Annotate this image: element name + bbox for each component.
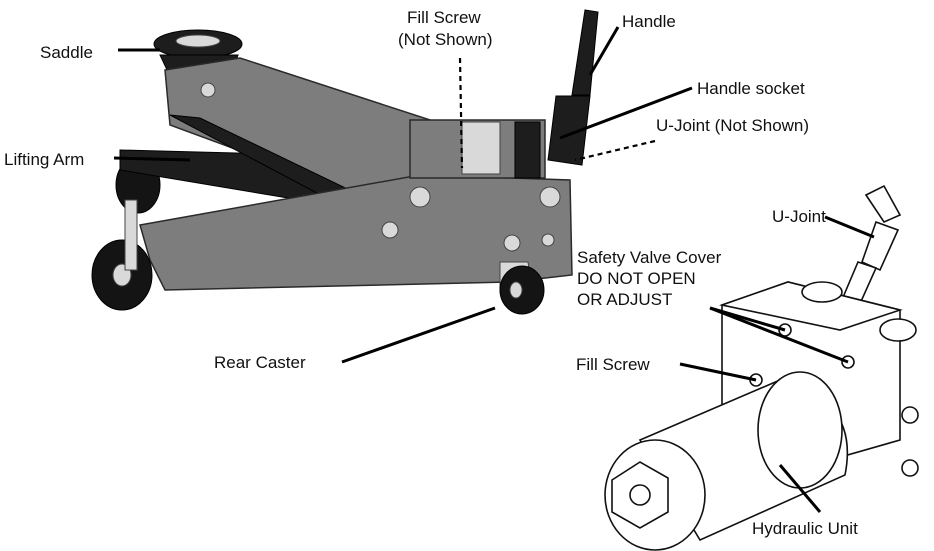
- label-rear-caster: Rear Caster: [214, 353, 306, 372]
- leader-u-joint-not-shown: [574, 139, 656, 162]
- frame-window: [461, 121, 501, 175]
- label-lifting-arm: Lifting Arm: [4, 150, 84, 169]
- label-safety-valve-1: Safety Valve Cover: [577, 248, 722, 267]
- leader-rear-caster: [341, 306, 496, 364]
- saddle-center: [175, 34, 221, 48]
- cylinder-stem: [629, 484, 651, 506]
- label-hydraulic-unit: Hydraulic Unit: [752, 519, 858, 538]
- hydraulic-unit-drawing: [604, 184, 919, 551]
- label-fill-screw-top-2: (Not Shown): [398, 30, 492, 49]
- block-port-1: [801, 281, 843, 303]
- label-handle: Handle: [622, 12, 676, 31]
- bolt-4: [541, 233, 555, 247]
- arm-pivot: [200, 82, 216, 98]
- u-joint-body: [861, 220, 900, 272]
- block-hole-1: [901, 406, 919, 424]
- pump-block-top: [719, 281, 903, 331]
- leader-fill-screw-top: [458, 57, 464, 169]
- label-u-joint: U-Joint: [772, 207, 826, 226]
- cylinder-end: [757, 371, 843, 489]
- handle-socket-part: [547, 95, 591, 166]
- leader-handle-socket: [559, 86, 693, 140]
- leader-u-joint: [824, 215, 875, 239]
- callout-labels: Saddle Fill Screw (Not Shown) Handle Han…: [4, 8, 858, 538]
- leader-lines: [113, 26, 875, 513]
- pump-rod: [514, 121, 541, 179]
- leader-handle: [588, 26, 620, 76]
- block-hole-2: [901, 459, 919, 477]
- bolt-5: [503, 234, 521, 252]
- label-handle-socket: Handle socket: [697, 79, 805, 98]
- label-safety-valve-3: OR ADJUST: [577, 290, 672, 309]
- label-safety-valve-2: DO NOT OPEN: [577, 269, 696, 288]
- label-fill-screw-top-1: Fill Screw: [407, 8, 481, 27]
- caster-hub: [509, 281, 523, 299]
- leader-lifting-arm: [113, 156, 191, 162]
- bolt-2: [381, 221, 399, 239]
- u-joint-top: [864, 184, 902, 224]
- bolt-3: [539, 186, 561, 208]
- leader-safety-2: [709, 306, 849, 364]
- floor-jack-illustration: [91, 9, 599, 315]
- leader-fill-screw: [679, 362, 757, 382]
- axle: [124, 199, 138, 271]
- label-saddle: Saddle: [40, 43, 93, 62]
- bolt-1: [409, 186, 431, 208]
- leader-hydraulic-unit: [778, 464, 822, 513]
- label-u-joint-not-shown: U-Joint (Not Shown): [656, 116, 809, 135]
- label-fill-screw: Fill Screw: [576, 355, 650, 374]
- jack-handle: [571, 9, 599, 96]
- block-port-2: [879, 318, 917, 342]
